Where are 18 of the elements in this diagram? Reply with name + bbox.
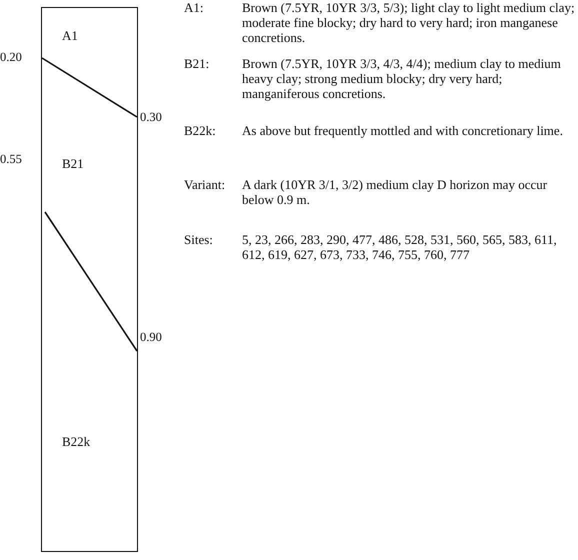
horizon-description: A dark (10YR 3/1, 3/2) medium clay D horizon may occur below 0.9 m. [242, 177, 548, 207]
horizon-description: Brown (7.5YR, 10YR 3/3, 4/3, 4/4); medium clay to medium heavy clay; strong medium blocky; dry very hard; manganiferous concretions. [242, 56, 562, 101]
depth-value: 0.30 [140, 110, 162, 124]
depth-value: 0.20 [0, 50, 22, 64]
soil-profile-column [41, 7, 138, 552]
depth-value: 0.55 [0, 152, 22, 166]
horizon-description: Brown (7.5YR, 10YR 3/3, 5/3); light clay to light medium clay; moderate fine blocky; dry hard to very hard; iron manganese concretions. [242, 0, 576, 45]
horizon-term: Variant: [184, 177, 226, 192]
horizon-label: B22k [62, 434, 90, 449]
horizon-term: Sites: [184, 232, 213, 247]
horizon-description: As above but frequently mottled and with concretionary lime. [242, 123, 564, 138]
horizon-label: B21 [62, 156, 84, 171]
horizon-label: A1 [62, 28, 78, 43]
horizon-term: B22k: [184, 123, 216, 138]
horizon-term: B21: [184, 56, 210, 71]
depth-value: 0.90 [140, 330, 162, 344]
horizon-term: A1: [184, 0, 204, 15]
horizon-description: 5, 23, 266, 283, 290, 477, 486, 528, 531, 560, 565, 583, 611, 612, 619, 627, 673, 733, 746, 755, 760, 777 [242, 232, 558, 262]
